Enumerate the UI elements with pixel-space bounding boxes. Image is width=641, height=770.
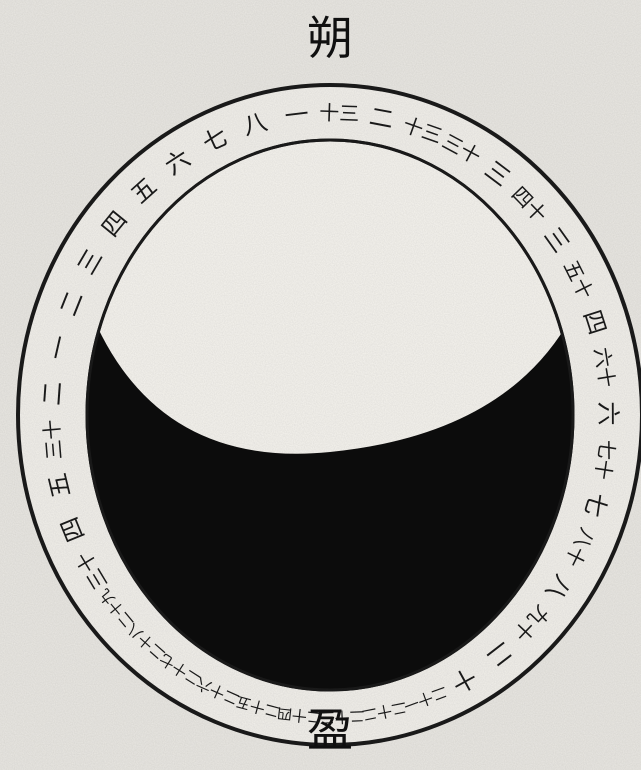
diagram-canvas: 一十三二十三三十三四十三五十四六十六七十七八十八九十二十二十一二十二二十三二十四… [0, 0, 641, 770]
lunar-phase-diagram: 一十三二十三三十三四十三五十四六十六七十七八十八九十二十二十一二十二二十三二十四… [0, 0, 641, 770]
paper-grain [0, 0, 641, 770]
